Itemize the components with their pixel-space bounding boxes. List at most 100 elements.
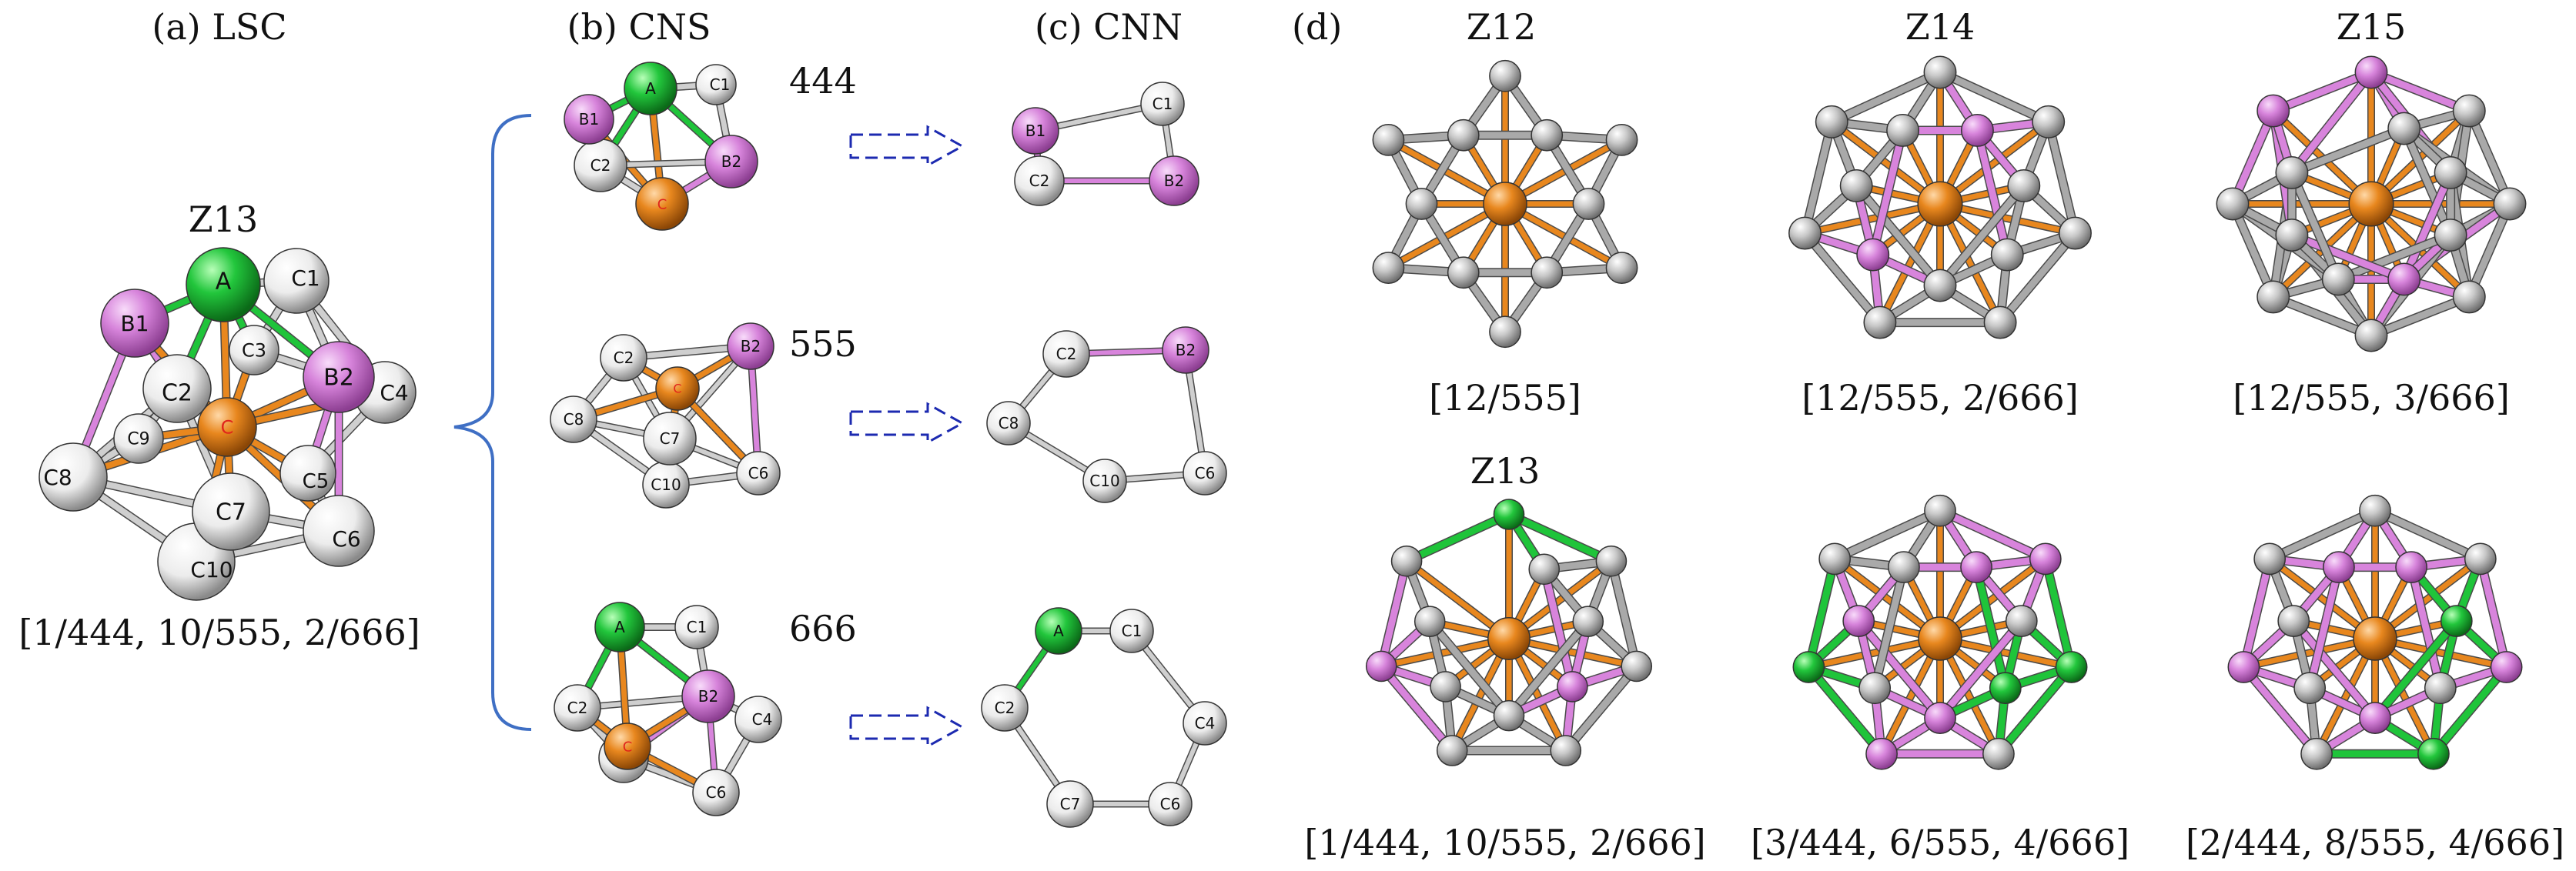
atom <box>1148 782 1193 826</box>
atom-label: A <box>1053 622 1064 640</box>
bond <box>2400 125 2454 239</box>
atom <box>692 769 740 816</box>
atom-label: C8 <box>564 410 584 429</box>
atom <box>1014 155 1065 206</box>
atom <box>1788 216 1822 250</box>
atom <box>2300 737 2333 770</box>
atom <box>554 684 601 732</box>
atom <box>1924 494 1956 527</box>
atom <box>1982 737 2015 770</box>
atom <box>142 354 212 423</box>
d-name-z14: Z14 <box>1905 6 1975 48</box>
bond <box>2229 200 2277 301</box>
bond <box>1802 118 1835 237</box>
bond <box>2240 555 2273 671</box>
atom-label: C10 <box>651 476 681 494</box>
atom-label: C2 <box>567 699 588 717</box>
atom <box>2424 672 2457 705</box>
atom <box>1858 672 1892 705</box>
atom <box>2275 219 2309 252</box>
atom <box>1183 451 1227 496</box>
atom <box>1413 606 1446 638</box>
atom-label: B2 <box>1164 172 1184 190</box>
atom <box>674 605 719 649</box>
bond <box>2334 232 2454 283</box>
atom <box>1595 546 1628 577</box>
bond <box>2229 107 2277 208</box>
bond <box>2045 118 2079 237</box>
bond <box>1805 636 1943 670</box>
atom-label: B2 <box>698 687 718 706</box>
atom <box>734 696 782 743</box>
atom <box>1923 55 1957 89</box>
bond <box>2042 555 2076 671</box>
bond <box>2407 563 2444 692</box>
atom <box>192 472 270 551</box>
atom-label: C1 <box>291 265 319 291</box>
atom <box>1983 305 2017 339</box>
atom-label: C4 <box>1195 714 1216 733</box>
atom <box>643 412 697 466</box>
bond <box>1855 617 1944 722</box>
atom <box>197 397 257 457</box>
d-name-z13: Z13 <box>1470 450 1541 492</box>
bond <box>1937 201 2078 236</box>
bond <box>1805 663 1885 758</box>
bond <box>1377 662 1456 755</box>
atom <box>1557 671 1588 702</box>
atom <box>2029 542 2062 576</box>
panel-d-title: (d) <box>1292 6 1343 48</box>
z13-d-cluster <box>1365 499 1653 766</box>
atom <box>736 451 781 496</box>
z12-cluster <box>1372 59 1638 349</box>
atom <box>1447 256 1480 289</box>
atom <box>2493 187 2527 221</box>
atom <box>2277 605 2310 637</box>
atom <box>2359 702 2391 734</box>
atom <box>635 177 689 231</box>
atom <box>2490 651 2523 683</box>
bond <box>1973 126 2011 259</box>
arrow-555 <box>849 402 965 445</box>
atom <box>2354 55 2388 89</box>
atom-label: C8 <box>43 465 72 490</box>
cns-666-cluster: C7C6C4C2CC1B2A <box>554 602 782 816</box>
atom <box>2440 605 2473 637</box>
bond <box>1871 563 1908 692</box>
atom-label: C4 <box>380 380 408 405</box>
atom <box>1430 671 1461 702</box>
atom <box>1528 553 1561 586</box>
atom <box>2055 651 2088 683</box>
bond <box>1936 507 2049 562</box>
atom-label: C <box>657 196 667 212</box>
atom <box>704 135 758 189</box>
z14-cluster <box>1788 55 2092 339</box>
atom <box>2216 187 2250 221</box>
bond <box>2270 68 2375 115</box>
z15-cluster <box>2216 55 2527 352</box>
atom-label: C <box>623 739 633 755</box>
bond <box>1505 511 1615 565</box>
bond <box>1936 182 2028 289</box>
atom-label: C10 <box>190 557 233 582</box>
atom <box>2359 494 2391 527</box>
panel-c-title: (c) CNN <box>1035 6 1183 48</box>
atom-label: C2 <box>1029 172 1050 190</box>
atom <box>2005 605 2038 637</box>
atom <box>1865 737 1898 770</box>
atom <box>2275 155 2309 189</box>
bond <box>2288 232 2408 283</box>
atom-label: C7 <box>216 499 246 526</box>
bond <box>2430 663 2511 758</box>
atom <box>2321 262 2355 296</box>
atom <box>100 289 169 358</box>
atom <box>1436 735 1468 766</box>
atom <box>594 602 645 652</box>
atom <box>1082 459 1127 503</box>
bond <box>1502 201 1625 271</box>
atom <box>1493 499 1525 530</box>
atom-label: C1 <box>1153 95 1173 113</box>
atom <box>303 341 375 413</box>
